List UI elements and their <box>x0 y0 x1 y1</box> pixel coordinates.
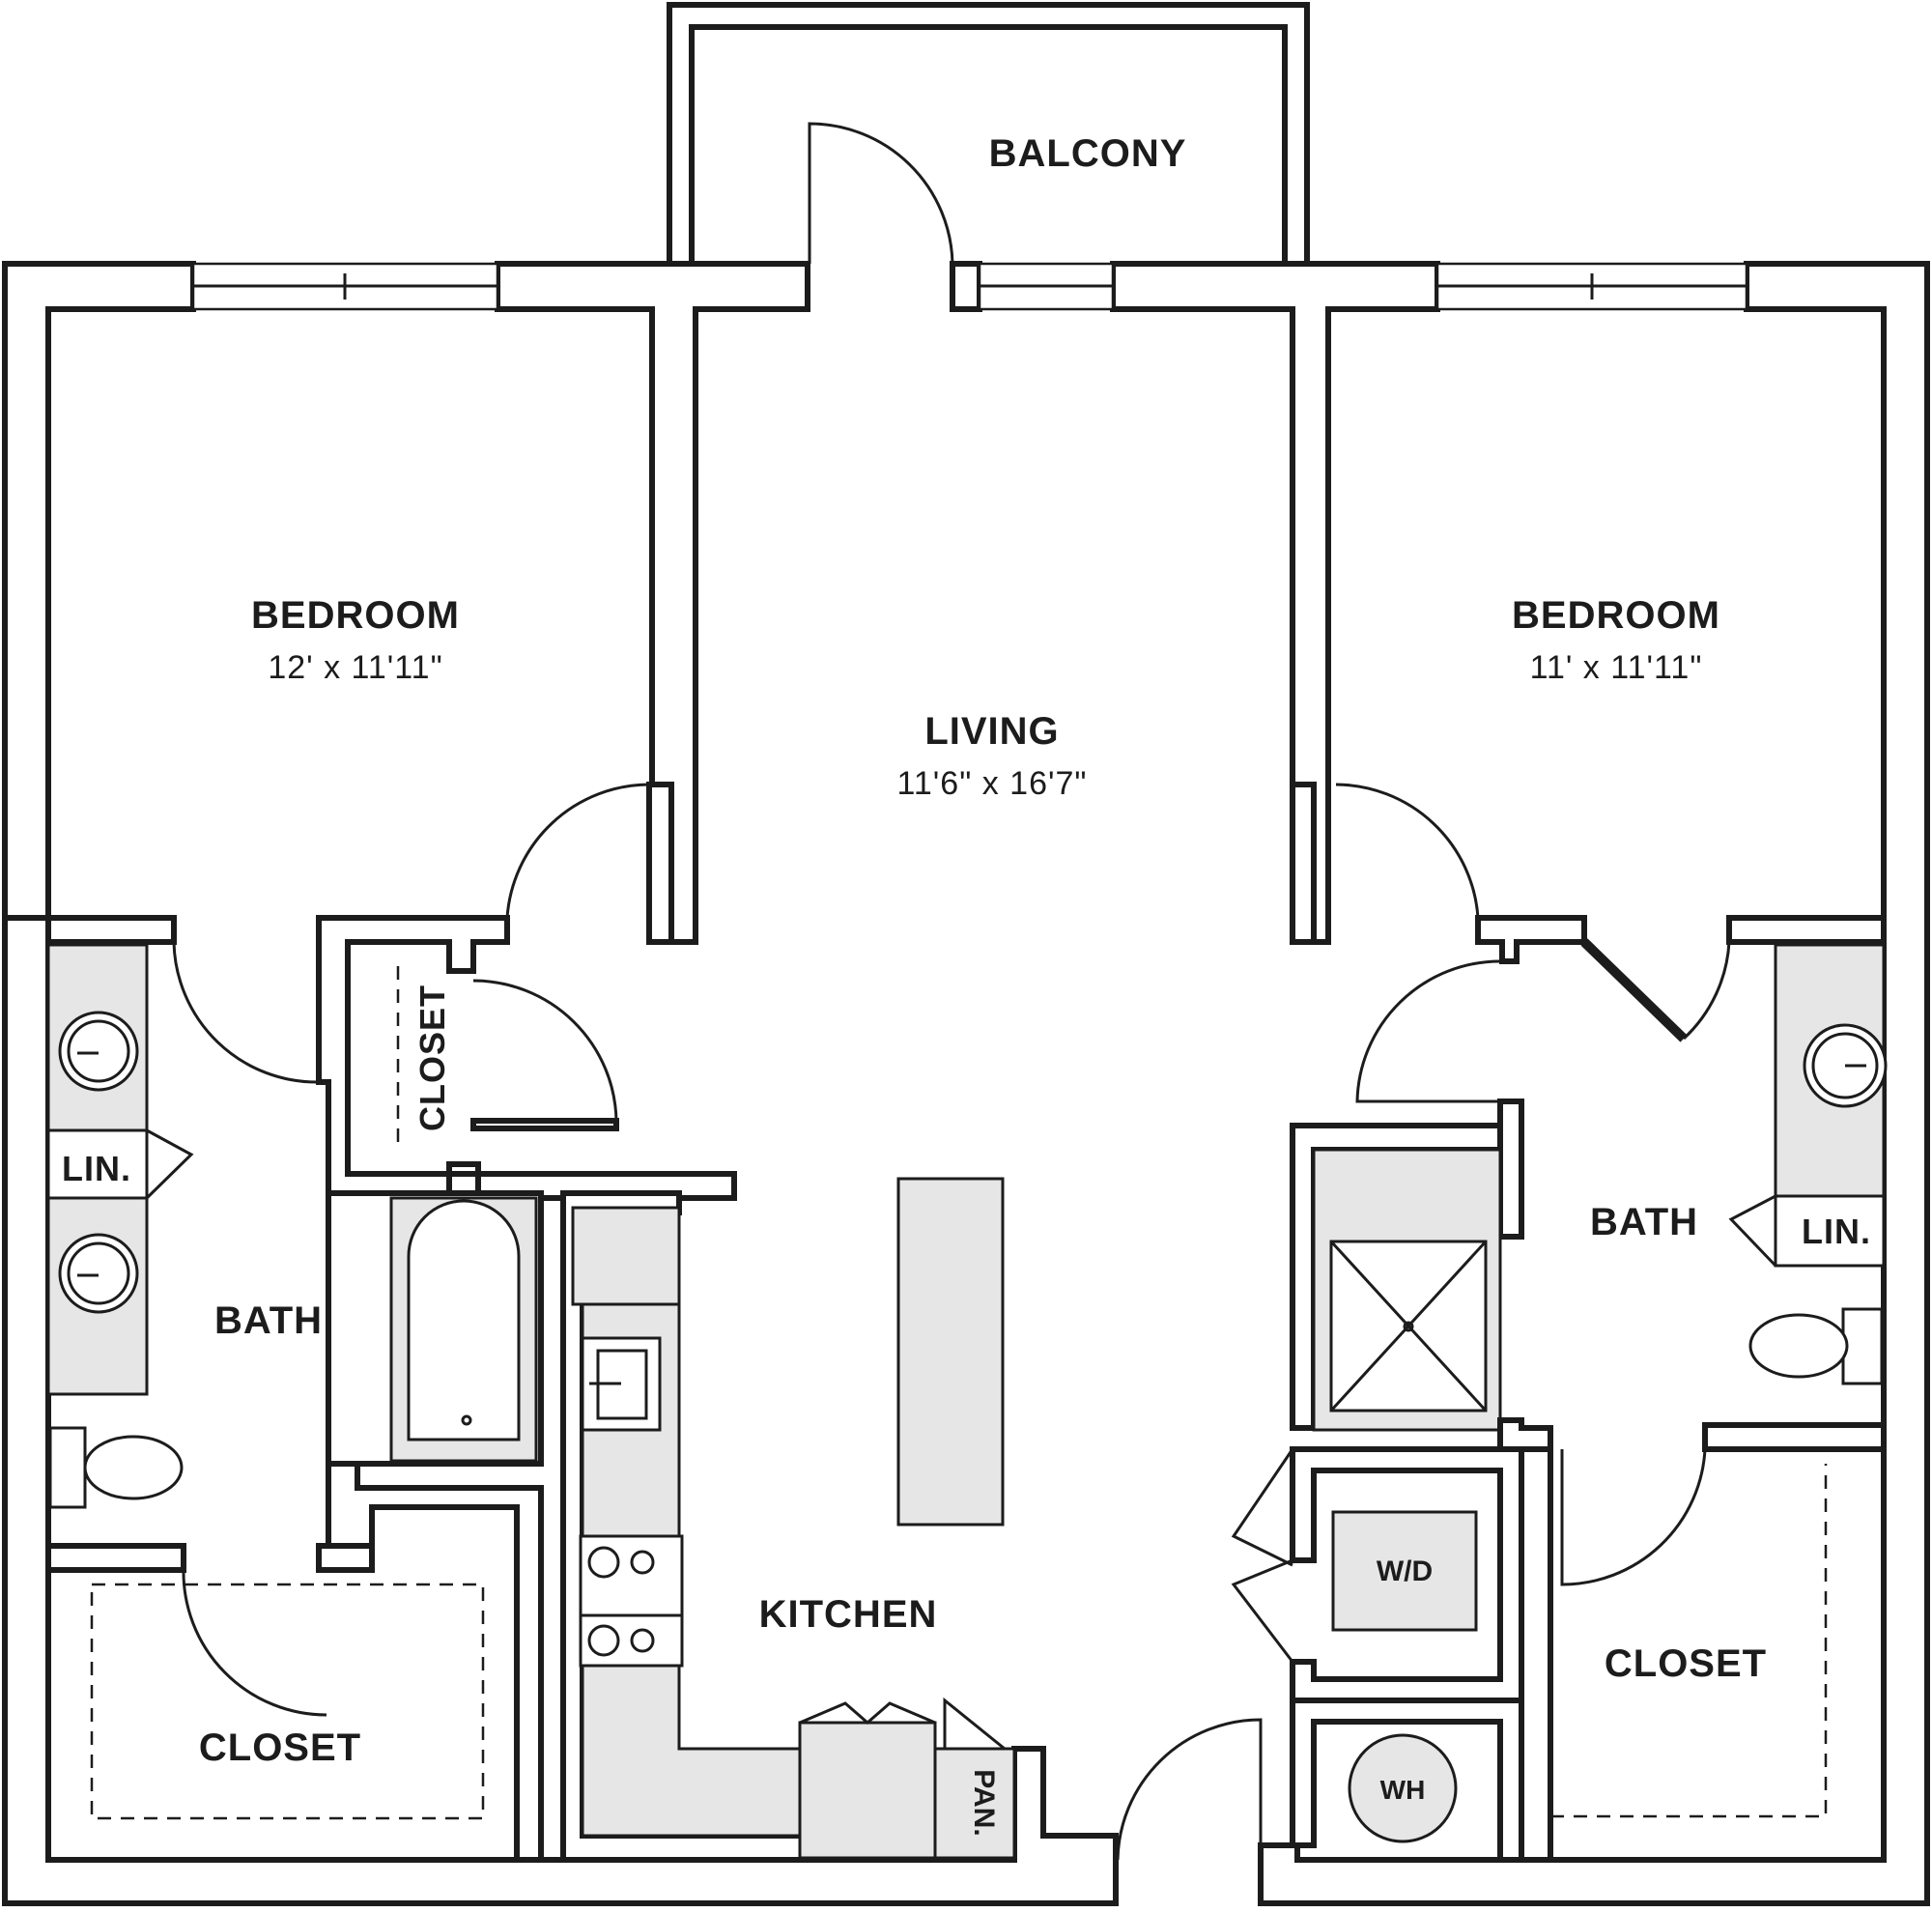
right-closet-label: CLOSET <box>1605 1642 1767 1685</box>
left-linen-label: LIN. <box>62 1149 131 1188</box>
washer-dryer <box>1331 1510 1478 1632</box>
right-vanity <box>1728 943 1888 1268</box>
right-bedroom-size: 11' x 11'11" <box>1530 649 1703 686</box>
right-bath-door-swing <box>1682 941 1731 1041</box>
bathtub <box>389 1196 538 1463</box>
kitchen-island <box>896 1177 1005 1527</box>
left-vanity <box>46 943 194 1396</box>
right-closet-rod <box>1550 1464 1828 1818</box>
right-bath-label: BATH <box>1590 1201 1698 1243</box>
left-bedroom-door-swing <box>505 783 650 919</box>
left-bath-door-swing <box>172 941 320 1084</box>
left-closet-label: CLOSET <box>199 1727 361 1769</box>
windows <box>191 262 1748 311</box>
right-toilet <box>1748 1307 1884 1385</box>
living-label: LIVING <box>924 710 1059 753</box>
washer-dryer-label: W/D <box>1377 1555 1433 1587</box>
small-closet-label: CLOSET <box>412 985 452 1131</box>
kitchen-label: KITCHEN <box>759 1593 938 1636</box>
right-bath-lower-door-swing <box>1355 959 1501 1103</box>
closet-door-swing <box>472 979 618 1122</box>
left-toilet <box>48 1426 184 1509</box>
pantry-label: PAN. <box>968 1769 1000 1836</box>
right-closet-door-swing <box>1560 1448 1707 1586</box>
left-closet-rod <box>90 1583 485 1820</box>
right-linen-label: LIN. <box>1802 1212 1871 1251</box>
right-bedroom-label: BEDROOM <box>1512 594 1720 637</box>
laundry-doors <box>1231 1448 1294 1663</box>
kitchen-counter <box>571 1206 1016 1860</box>
balcony-label: BALCONY <box>989 132 1187 175</box>
water-heater <box>1348 1733 1458 1843</box>
left-closet-door-swing <box>182 1569 327 1717</box>
left-bedroom-label: BEDROOM <box>251 594 460 637</box>
right-bedroom-door-swing <box>1335 783 1480 919</box>
living-size: 11'6" x 16'7" <box>897 765 1088 802</box>
entry-door-swing <box>1116 1718 1263 1861</box>
balcony-door-swing <box>808 122 954 265</box>
left-bedroom-size: 12' x 11'11" <box>268 649 442 686</box>
right-partitions <box>1290 782 1887 1863</box>
water-heater-label: WH <box>1380 1775 1426 1805</box>
left-bath-label: BATH <box>214 1299 323 1342</box>
